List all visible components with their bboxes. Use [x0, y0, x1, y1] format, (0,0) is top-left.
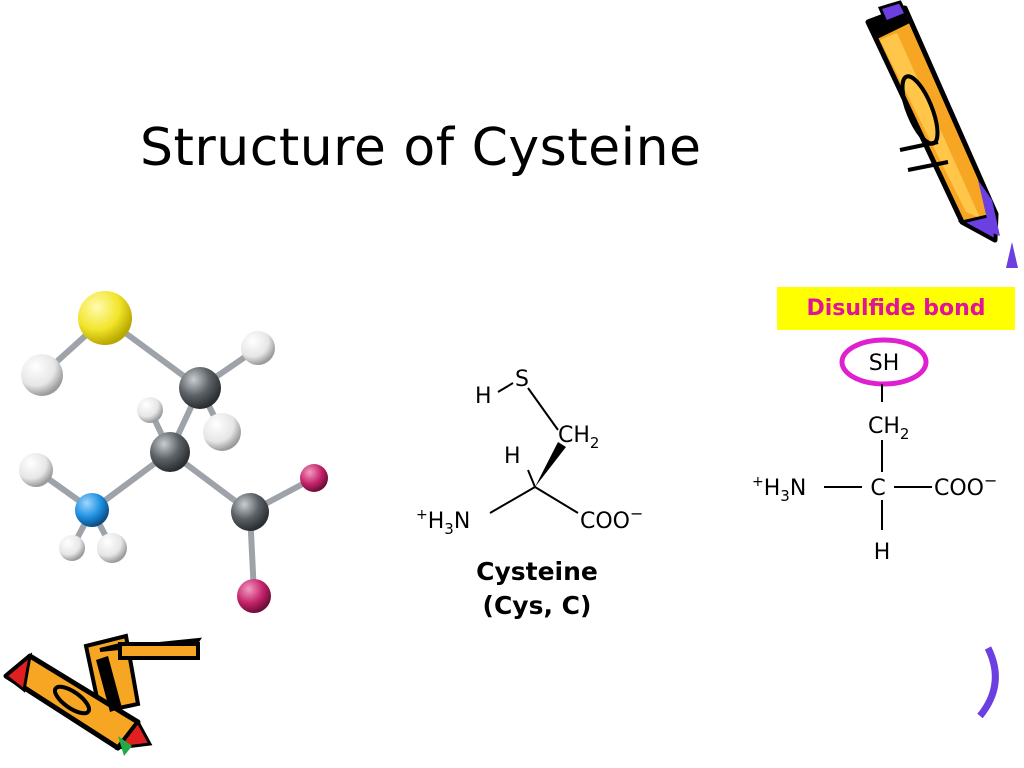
skeletal-amino-label: H	[428, 509, 445, 534]
svg-text:COO−: COO−	[934, 471, 997, 501]
slide-title: Structure of Cysteine	[140, 118, 702, 178]
skeletal-amino-suffix: N	[454, 509, 470, 534]
fischer-amino-suffix: N	[790, 476, 806, 501]
hydrogen-atom	[59, 535, 85, 561]
hydrogen-atom	[21, 354, 63, 396]
nitrogen-atom	[75, 493, 109, 527]
skeletal-h-label: H	[475, 384, 492, 409]
fischer-center-label: C	[870, 476, 885, 501]
hydrogen-atom	[137, 397, 163, 423]
sulfur-atom	[78, 291, 132, 345]
oxygen-atom	[300, 464, 328, 492]
fischer-amino-prefix: +	[752, 474, 764, 490]
skeletal-amino-subscript: 3	[444, 520, 454, 538]
amino-acid-name: Cysteine	[476, 557, 598, 586]
hydrogen-atom	[203, 413, 241, 451]
skeletal-carboxylate-charge: −	[630, 504, 643, 523]
wedge-bond	[535, 442, 566, 487]
skeletal-alpha-h-label: H	[504, 444, 521, 469]
skeletal-ch2-label: CH	[558, 423, 590, 448]
fischer-bottom-h-label: H	[874, 540, 891, 565]
sh-highlight-ellipse	[839, 337, 929, 387]
carbon-atom-alpha	[150, 432, 190, 472]
skeletal-amino-prefix: +	[416, 507, 428, 523]
pencil-clipart-top-right	[865, 0, 1000, 243]
svg-text:CH2: CH2	[868, 414, 909, 443]
carbon-atom-carboxyl	[231, 493, 269, 531]
svg-text:+H3N: +H3N	[416, 507, 470, 538]
fischer-carboxylate-charge: −	[984, 471, 997, 490]
accent-shape	[1006, 242, 1018, 268]
accent-curve	[977, 646, 999, 719]
skeletal-s-label: S	[515, 367, 529, 392]
svg-text:COO−: COO−	[580, 504, 643, 534]
fischer-sh-label: SH	[869, 351, 900, 376]
skeletal-ch2-subscript: 2	[590, 434, 600, 452]
fischer-amino-label: H	[764, 476, 781, 501]
disulfide-label-box: Disulfide bond	[777, 287, 1015, 330]
fischer-ch2-subscript: 2	[900, 425, 910, 443]
disulfide-bond-label: Disulfide bond	[806, 296, 986, 321]
fischer-amino-subscript: 3	[780, 487, 790, 505]
fischer-carboxylate-label: COO	[934, 476, 984, 501]
svg-text:CH2: CH2	[558, 423, 599, 452]
carbon-atom	[179, 367, 221, 409]
hydrogen-atom	[19, 453, 53, 487]
hydrogen-atom	[97, 533, 127, 563]
crayon-clipart-bottom-left	[3, 633, 203, 756]
oxygen-atom	[237, 579, 271, 613]
hydrogen-atom	[241, 331, 275, 365]
svg-text:+H3N: +H3N	[752, 474, 806, 505]
skeletal-carboxylate-label: COO	[580, 509, 630, 534]
fischer-ch2-label: CH	[868, 414, 900, 439]
amino-acid-abbreviation: (Cys, C)	[483, 591, 592, 620]
